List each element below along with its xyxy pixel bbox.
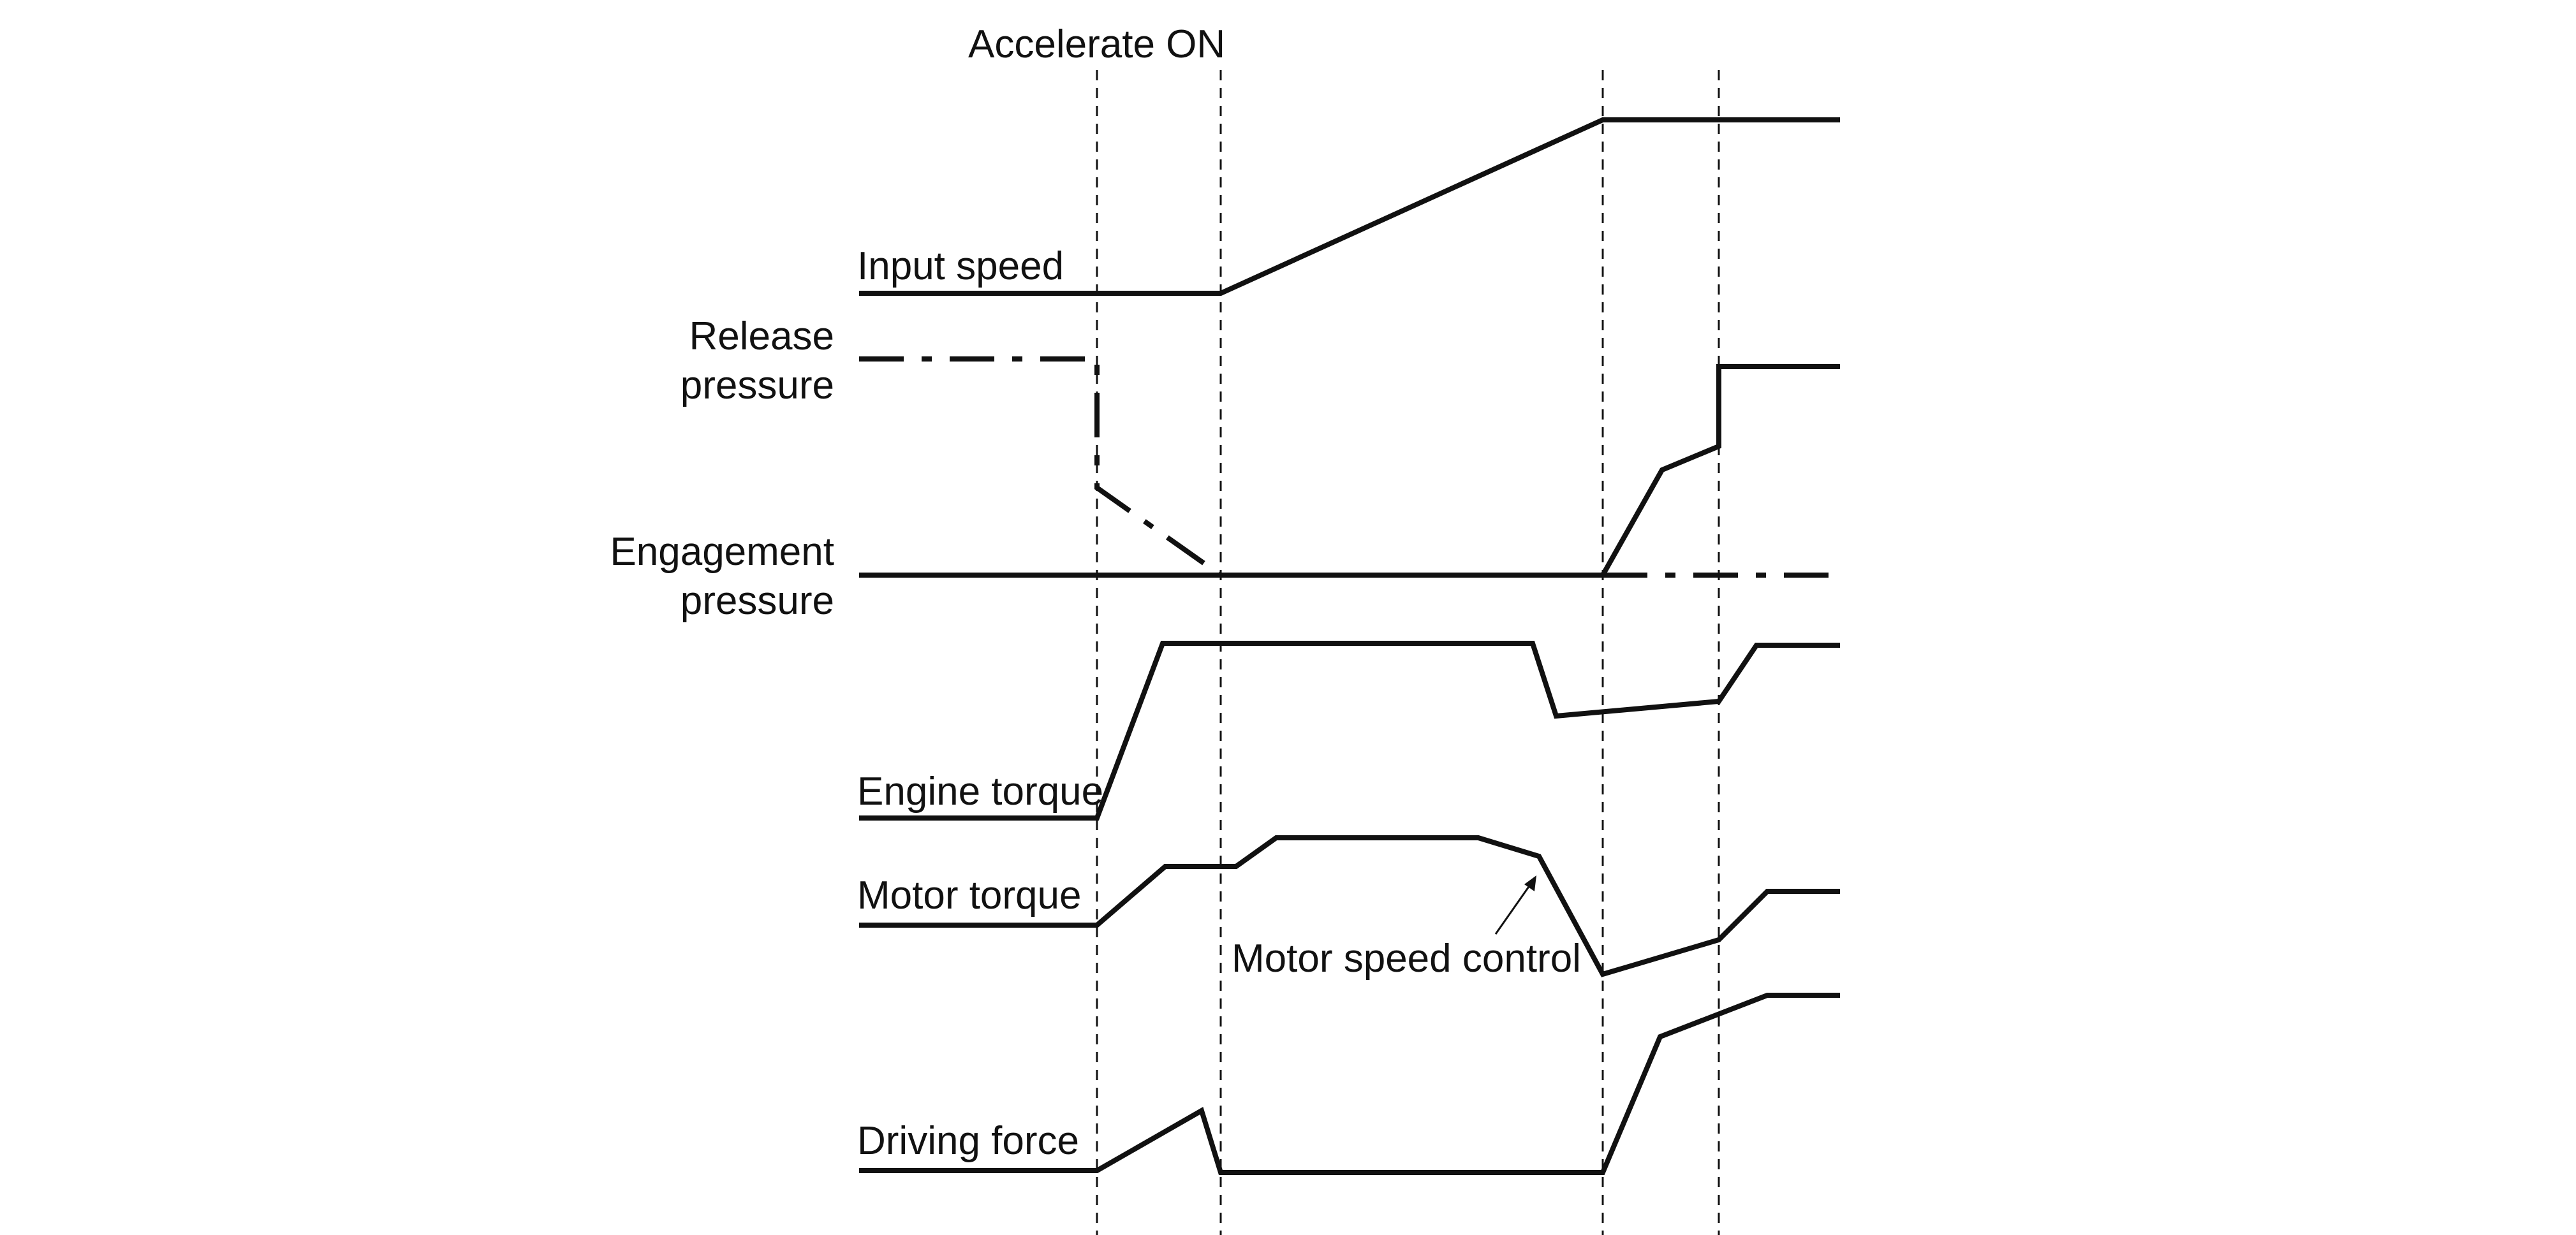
motor-torque-signal: Motor torque Motor speed control xyxy=(857,835,1840,981)
input-speed-trace xyxy=(859,117,1840,296)
motor-speed-control-arrowhead xyxy=(1524,875,1536,891)
driving-force-label: Driving force xyxy=(857,1119,1079,1163)
engagement-pressure-signal: Engagement pressure xyxy=(610,364,1840,623)
engagement-pressure-label-line1: Engagement xyxy=(610,530,834,574)
release-pressure-label-line2: pressure xyxy=(681,363,834,407)
engine-torque-signal: Engine torque xyxy=(857,641,1840,821)
input-speed-label: Input speed xyxy=(857,244,1064,288)
driving-force-signal: Driving force xyxy=(857,993,1840,1175)
motor-torque-label: Motor torque xyxy=(857,873,1082,917)
engine-torque-label: Engine torque xyxy=(857,770,1103,814)
release-pressure-signal: Release pressure xyxy=(681,314,1840,578)
motor-speed-control-arrow-line xyxy=(1494,882,1533,935)
motor-torque-trace xyxy=(859,835,1840,977)
release-pressure-label-line1: Release xyxy=(689,314,834,358)
engagement-pressure-trace xyxy=(859,364,1840,578)
release-pressure-trace xyxy=(859,356,1223,578)
input-speed-signal: Input speed xyxy=(857,117,1840,296)
accelerate-on-label: Accelerate ON xyxy=(968,22,1225,66)
motor-speed-control-label: Motor speed control xyxy=(1232,937,1581,981)
engagement-pressure-label-line2: pressure xyxy=(681,579,834,623)
time-markers xyxy=(1096,70,1720,1235)
driving-force-trace xyxy=(859,993,1840,1175)
engine-torque-trace xyxy=(859,641,1840,821)
